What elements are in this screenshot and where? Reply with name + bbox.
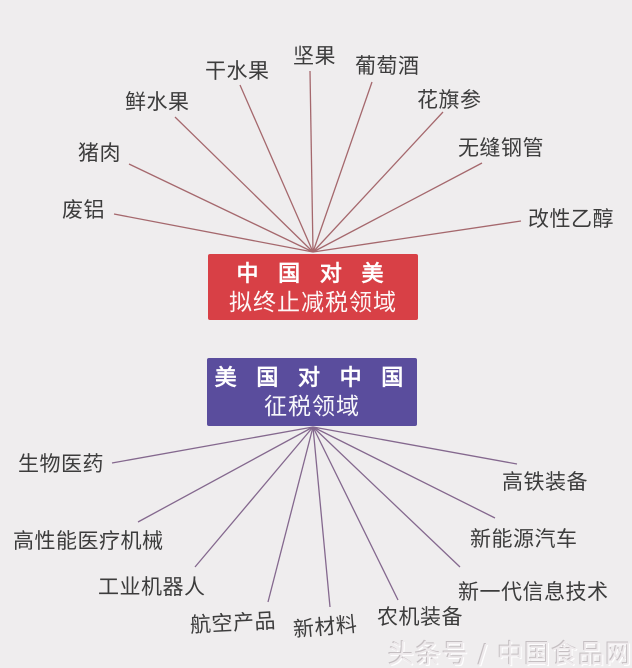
bottom-item-industrial-robots: 工业机器人 — [98, 575, 206, 599]
top-item-wine: 葡萄酒 — [355, 54, 420, 78]
china-tariff-box: 中 国 对 美 拟终止减税领域 — [208, 254, 418, 320]
top-item-american-ginseng: 花旗参 — [417, 88, 482, 112]
us-tariff-box-title: 美 国 对 中 国 — [214, 366, 410, 391]
china-tariff-box-subtitle: 拟终止减税领域 — [229, 290, 397, 317]
bottom-item-high-speed-rail: 高铁装备 — [502, 470, 588, 494]
top-item-dried-fruit: 干水果 — [205, 59, 270, 83]
bottom-item-agricultural-machinery: 农机装备 — [377, 605, 463, 629]
top-item-scrap-aluminum: 废铝 — [62, 198, 105, 222]
top-item-modified-ethanol: 改性乙醇 — [528, 207, 614, 231]
bottom-item-medical-machinery: 高性能医疗机械 — [13, 529, 164, 553]
bottom-item-next-gen-it: 新一代信息技术 — [458, 580, 609, 604]
bottom-connectors — [111, 426, 518, 608]
top-item-nuts: 坚果 — [293, 44, 336, 68]
bottom-item-new-energy-vehicles: 新能源汽车 — [470, 527, 578, 551]
top-item-fresh-fruit: 鲜水果 — [125, 90, 190, 114]
bottom-item-biomedicine: 生物医药 — [18, 452, 104, 476]
us-tariff-box-subtitle: 征税领域 — [264, 394, 360, 421]
top-connectors — [113, 70, 522, 253]
top-item-pork: 猪肉 — [78, 141, 121, 165]
china-tariff-box-title: 中 国 对 美 — [236, 262, 390, 287]
bottom-item-new-materials: 新材料 — [292, 612, 359, 642]
bottom-item-aviation-products: 航空产品 — [189, 608, 277, 638]
top-item-seamless-steel-pipe: 无缝钢管 — [458, 136, 544, 160]
watermark: 头条号 / 中国食品网 — [388, 640, 632, 668]
us-tariff-box: 美 国 对 中 国 征税领域 — [207, 358, 417, 426]
